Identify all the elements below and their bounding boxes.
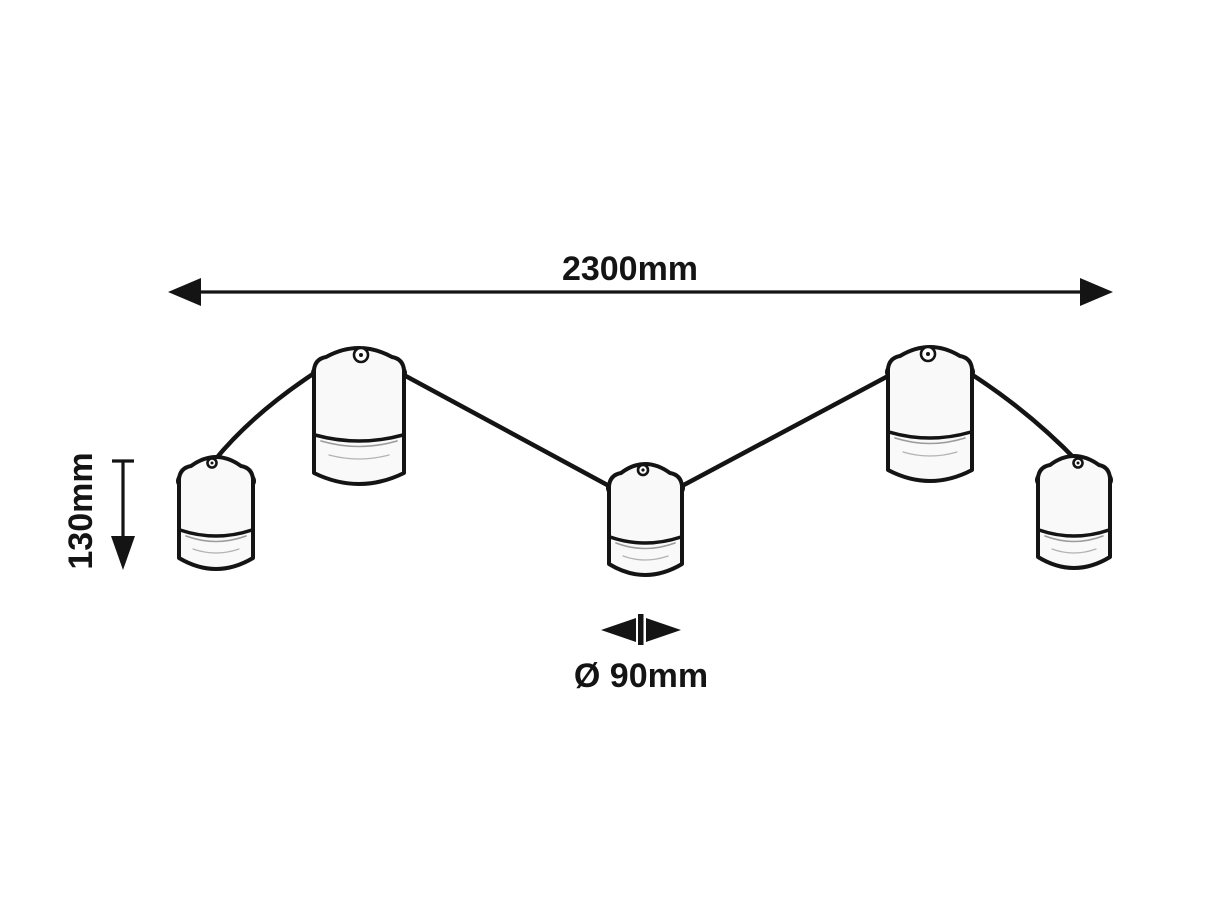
wire-mount-dot: [359, 353, 363, 357]
lens-arc: [902, 451, 958, 457]
height-arrowhead-down-icon: [111, 536, 135, 570]
rim-notch-right: [403, 367, 407, 379]
lens-rim: [1037, 528, 1111, 538]
rim-notch-left: [885, 366, 889, 378]
width-dimension-label: 2300mm: [562, 250, 698, 288]
rim-notch-right: [1109, 474, 1113, 486]
cylinder-body: [312, 346, 406, 486]
width-arrowhead-right-icon: [1080, 278, 1113, 306]
height-dimension: 130mm: [62, 452, 135, 570]
diameter-center-bar: [638, 614, 644, 645]
lens-arc: [894, 437, 966, 445]
rim-notch-left: [1035, 474, 1039, 486]
rim-notch-left: [176, 475, 180, 487]
wire-mount-dot: [641, 468, 645, 472]
lens-arc: [185, 535, 247, 543]
lens-rim: [313, 433, 405, 443]
lens-rim: [608, 535, 683, 545]
wire-mount-dot: [1076, 461, 1080, 465]
spotlight-cylinder-1: [176, 455, 256, 571]
rim-notch-right: [971, 366, 975, 378]
spotlight-cylinder-2: [311, 346, 407, 486]
lens-arc: [615, 542, 676, 550]
diameter-dimension-label: Ø 90mm: [574, 657, 708, 695]
wire-2: [399, 371, 614, 490]
lens-arc: [1051, 548, 1097, 554]
wire-3: [677, 372, 893, 490]
spotlight-cylinder-5: [1035, 454, 1113, 570]
lens-arc: [192, 548, 240, 554]
width-arrowhead-left-icon: [168, 278, 201, 306]
cylinder-body: [1036, 454, 1112, 570]
lens-arc: [328, 454, 390, 460]
rim-notch-right: [252, 475, 256, 487]
height-dimension-label: 130mm: [62, 452, 100, 569]
lens-rim: [887, 430, 973, 440]
cylinder-body: [607, 462, 684, 577]
spotlight-cylinder-3: [606, 462, 685, 577]
cylinder-body: [177, 455, 255, 571]
rim-notch-left: [606, 482, 610, 494]
lens-arc: [622, 555, 669, 561]
cylinder-body: [886, 345, 974, 483]
wire-1: [211, 369, 319, 464]
rim-notch-right: [681, 482, 685, 494]
wire-mount-dot: [926, 352, 930, 356]
lens-arc: [1044, 535, 1104, 543]
lens-rim: [178, 528, 254, 538]
diameter-dimension: Ø 90mm: [574, 614, 708, 695]
diameter-arrowhead-right-icon: [646, 618, 681, 642]
spotlight-cylinder-4: [885, 345, 975, 483]
rim-notch-left: [311, 367, 315, 379]
suspension-wires: [211, 369, 1081, 490]
wire-4: [968, 371, 1081, 465]
diameter-arrowhead-left-icon: [601, 618, 636, 642]
wire-mount-dot: [210, 461, 214, 465]
width-dimension: 2300mm: [168, 250, 1113, 306]
lens-arc: [320, 440, 398, 448]
